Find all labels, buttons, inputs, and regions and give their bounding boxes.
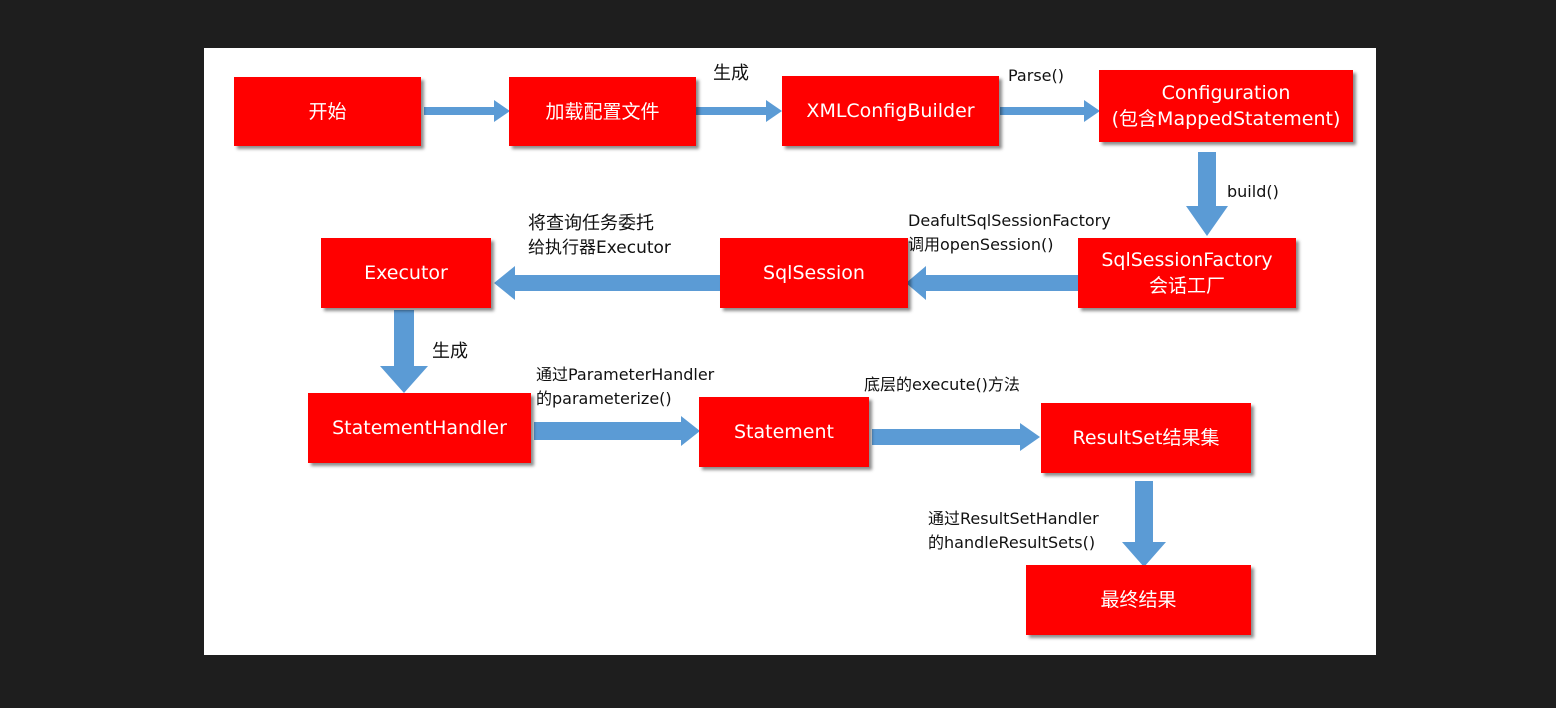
- node-sql-session-factory: SqlSessionFactory 会话工厂: [1078, 238, 1296, 308]
- node-result-set-label: ResultSet结果集: [1072, 427, 1220, 449]
- node-sql-session-factory-line2: 会话工厂: [1148, 275, 1225, 297]
- node-start-label: 开始: [308, 100, 347, 123]
- node-statement: Statement: [699, 397, 869, 467]
- node-final-result-label: 最终结果: [1100, 589, 1177, 611]
- arrow-result-set-to-final-result: [1122, 481, 1166, 567]
- label-handle-result-sets-line2: 的handleResultSets(): [928, 533, 1096, 552]
- arrow-start-to-load-config: [424, 100, 510, 122]
- node-executor: Executor: [321, 238, 491, 308]
- arrow-sql-session-to-executor: [494, 266, 720, 300]
- label-delegate-executor-line2: 给执行器Executor: [528, 238, 671, 258]
- label-parse: Parse(): [1008, 66, 1064, 85]
- label-delegate-executor: 将查询任务委托 给执行器Executor: [528, 212, 671, 260]
- node-sql-session: SqlSession: [720, 238, 908, 308]
- arrow-load-config-to-xml-builder: [696, 100, 782, 122]
- node-load-config-label: 加载配置文件: [545, 100, 660, 123]
- label-parameterize-line1: 通过ParameterHandler: [536, 365, 715, 384]
- node-final-result: 最终结果: [1026, 565, 1251, 635]
- arrow-configuration-to-session-factory: [1186, 152, 1228, 236]
- arrow-statement-to-result-set: [872, 423, 1040, 451]
- node-result-set: ResultSet结果集: [1041, 403, 1251, 473]
- label-parameterize-line2: 的parameterize(): [536, 389, 672, 408]
- arrow-xml-builder-to-configuration: [1000, 100, 1100, 122]
- node-statement-label: Statement: [734, 421, 834, 443]
- node-configuration: Configuration (包含MappedStatement): [1099, 70, 1353, 142]
- node-statement-handler: StatementHandler: [308, 393, 531, 463]
- arrow-session-factory-to-sql-session: [906, 266, 1078, 300]
- arrow-executor-to-statement-handler: [380, 310, 428, 393]
- label-handle-result-sets-line1: 通过ResultSetHandler: [928, 509, 1099, 528]
- label-generate-config-builder: 生成: [713, 63, 749, 84]
- node-configuration-line1: Configuration: [1161, 82, 1291, 104]
- node-xml-config-builder-label: XMLConfigBuilder: [806, 100, 975, 122]
- node-executor-label: Executor: [364, 262, 448, 284]
- node-configuration-line2: (包含MappedStatement): [1111, 108, 1341, 130]
- node-xml-config-builder: XMLConfigBuilder: [782, 76, 999, 146]
- arrow-statement-handler-to-statement: [534, 416, 700, 446]
- label-generate-statement-handler: 生成: [432, 341, 468, 362]
- node-sql-session-label: SqlSession: [763, 262, 865, 284]
- node-start: 开始: [234, 77, 421, 146]
- label-handle-result-sets: 通过ResultSetHandler 的handleResultSets(): [928, 507, 1099, 555]
- label-open-session: DeafultSqlSessionFactory 调用openSession(): [908, 209, 1111, 257]
- label-delegate-executor-line1: 将查询任务委托: [528, 213, 654, 234]
- label-parameterize: 通过ParameterHandler 的parameterize(): [536, 363, 714, 411]
- node-sql-session-factory-line1: SqlSessionFactory: [1101, 249, 1273, 271]
- label-open-session-line2: 调用openSession(): [908, 235, 1054, 254]
- node-load-config: 加载配置文件: [509, 77, 696, 146]
- node-statement-handler-label: StatementHandler: [332, 417, 507, 439]
- label-open-session-line1: DeafultSqlSessionFactory: [908, 211, 1111, 230]
- label-execute: 底层的execute()方法: [864, 375, 1020, 394]
- label-build: build(): [1227, 182, 1279, 201]
